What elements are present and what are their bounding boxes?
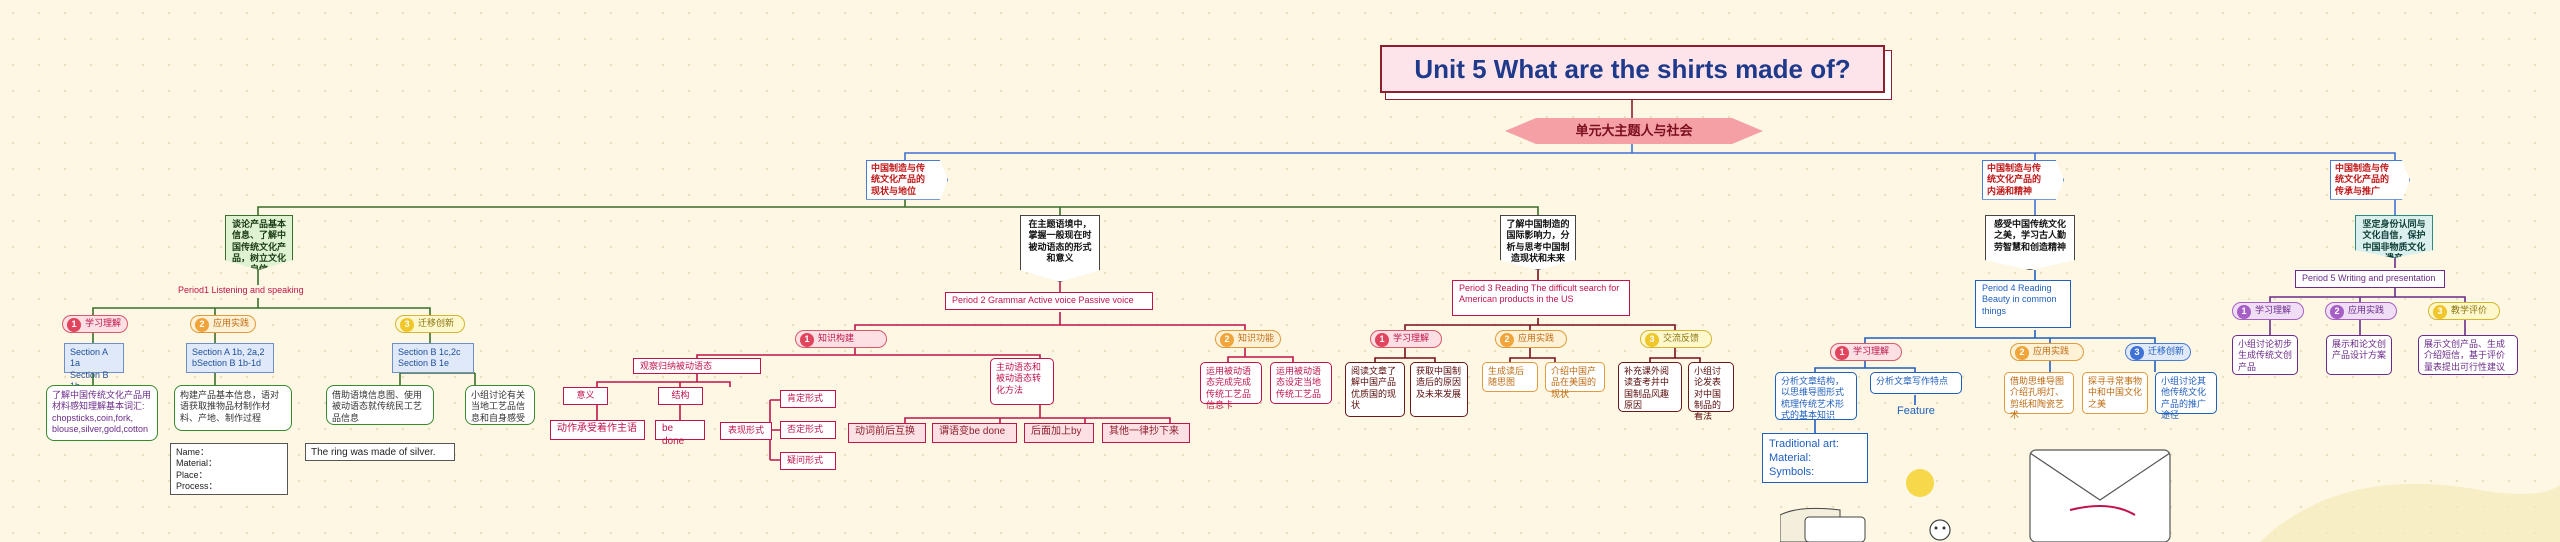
note-extra-reading: 补充课外阅读查考并中国制品风趣原因 — [1618, 362, 1682, 412]
section-box: Section A 1a Section B 1b — [64, 343, 124, 391]
note-mindmap: 生成读后随思图 — [1482, 362, 1538, 392]
feature-label: Feature — [1897, 405, 1935, 417]
note-introduce: 介绍中国产品在美国的现状 — [1545, 362, 1605, 399]
note-features: 分析文章写作特点 — [1870, 372, 1962, 394]
goal-period1: 谈论产品基本信息、了解中国传统文化产品，树立文化自信 — [225, 215, 293, 270]
meaning-node: 意义 — [563, 387, 608, 405]
goal-period5: 坚定身份认同与文化自信，保护中国非物质文化遗产 — [2355, 215, 2433, 258]
rule-be-done: 谓语变be done — [932, 423, 1017, 443]
flag-status: 中国制造与传统文化产品的现状与地位 — [866, 160, 948, 200]
note-discuss: 小组讨论有关当地工艺品信息和自身感受 — [465, 385, 535, 425]
section-box: Section B 1c,2c Section B 1e — [392, 343, 474, 373]
note-info: 构建产品基本信息，语对语获取推物品材制作材料、产地、制作过程 — [174, 385, 292, 431]
period3-label: Period 3 Reading The difficult search fo… — [1452, 280, 1630, 316]
note-lantern: 借助思维导图介绍孔明灯、剪纸和陶瓷艺术 — [2004, 372, 2074, 420]
note-draft-products: 小组讨论初步生成传统文创产品 — [2232, 335, 2298, 375]
rule-swap: 动词前后互换 — [848, 423, 926, 443]
art-template: Traditional art: Material: Symbols: — [1762, 433, 1868, 483]
note-beauty: 探寻寻常事物中和中国文化之美 — [2082, 372, 2148, 414]
period5-label: Period 5 Writing and presentation — [2295, 270, 2445, 288]
observe-passive: 观察归纳被动语态 — [633, 358, 761, 374]
period2-label: Period 2 Grammar Active voice Passive vo… — [945, 292, 1153, 310]
sun-icon — [1906, 469, 1934, 497]
flag-promotion: 中国制造与传统文化产品的传承与推广 — [2330, 160, 2410, 200]
note-vocab: 了解中国传统文化产品用材料感知理解基本词汇: chopsticks,coin,f… — [46, 385, 158, 441]
affirmative-form: 肯定形式 — [780, 390, 836, 408]
note-reason: 获取中国制造后的原因及未来发展 — [1410, 362, 1468, 417]
note-structure: 分析文章结构，以思维导图形式梳理传统艺术形式的基本知识 — [1775, 372, 1857, 420]
voice-conversion: 主动语态和被动语态转化方法 — [990, 358, 1054, 405]
func-local: 运用被动语态设定当地传统工艺品 — [1270, 362, 1332, 404]
func-card: 运用被动语态完成完成传统工艺品信息卡 — [1200, 362, 1262, 410]
goal-period4: 感受中国传统文化之美，学习古人勤劳智慧和创造精神 — [1985, 215, 2075, 270]
structure-node: 结构 — [658, 387, 703, 405]
rule-copy: 其他一律抄下来 — [1102, 423, 1190, 443]
note-promotion: 小组讨论其他传统文化产品的推广途径 — [2155, 372, 2217, 420]
goal-period3: 了解中国制造的国际影响力，分析与思考中国制造现状和未来 — [1500, 215, 1576, 270]
note-design-plan: 展示和论文创产品设计方案 — [2326, 335, 2392, 375]
note-read: 阅读文章了解中国产品优质国的现状 — [1345, 362, 1405, 417]
meaning-leaf: 动作承受着作主语 — [550, 420, 645, 440]
clock-icon — [1804, 516, 1866, 542]
info-template: Name： Material： Place： Process： — [170, 443, 288, 495]
goal-period2: 在主题语境中，掌握一般现在时被动语态的形式和意义 — [1020, 215, 1100, 282]
structure-leaf: be done — [655, 420, 705, 447]
section-box: Section A 1b, 2a,2 bSection B 1b-1d — [186, 343, 274, 373]
flag-spirit: 中国制造与传统文化产品的内涵和精神 — [1982, 160, 2064, 200]
decorative-illustration — [1780, 449, 2560, 542]
person-icon — [1929, 519, 1951, 541]
period4-label: Period 4 Reading Beauty in common things — [1975, 280, 2071, 328]
note-passive: 借助语境信息图、使用被动语态就传统民工艺品信息 — [326, 385, 434, 425]
negative-form: 否定形式 — [780, 421, 836, 439]
note-evaluation: 展示文创产品、生成介绍短信，基于评价量表提出可行性建议 — [2418, 335, 2518, 375]
period1-label: Period1 Listening and speaking — [178, 285, 304, 295]
note-group-view: 小组讨论发表对中国制品的看法 — [1688, 362, 1734, 421]
example-sentence: The ring was made of silver. — [305, 443, 455, 461]
unit-theme: 单元大主题人与社会 — [1505, 118, 1763, 144]
form-node: 表现形式 — [720, 422, 772, 440]
rule-by: 后面加上by — [1024, 423, 1094, 443]
question-form: 疑问形式 — [780, 452, 836, 470]
envelope-icon — [2029, 449, 2171, 542]
page-title: Unit 5 What are the shirts made of? — [1380, 45, 1885, 93]
